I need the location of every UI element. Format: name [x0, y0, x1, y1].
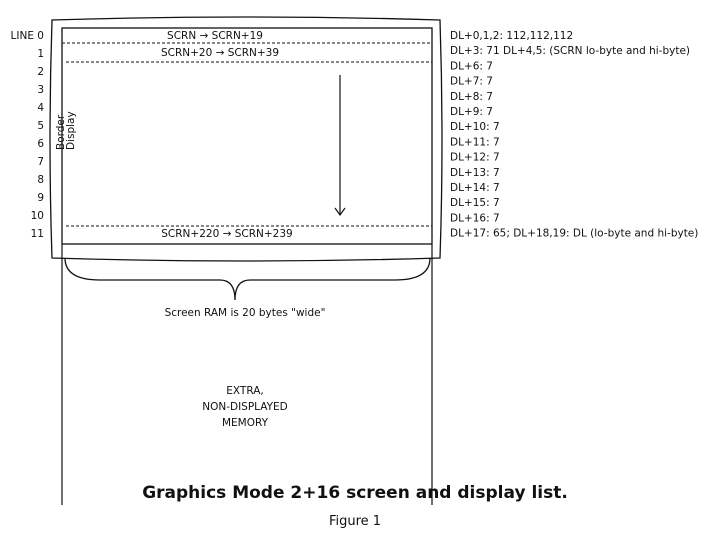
figure-label: Figure 1: [329, 514, 381, 529]
brace: [64, 257, 431, 301]
display-list-entry: DL+13: 7: [450, 167, 500, 179]
screen-row-0: SCRN → SCRN+19: [167, 30, 263, 42]
tv-border-outline: [49, 16, 443, 262]
extra-memory-line: NON-DISPLAYED: [202, 401, 288, 413]
display-list-entry: DL+9: 7: [450, 106, 493, 118]
extra-memory-line: EXTRA,: [226, 385, 263, 397]
arrow-head-icon: [334, 207, 346, 217]
screen-row-1: SCRN+20 → SCRN+39: [161, 47, 279, 59]
caption: Graphics Mode 2+16 screen and display li…: [142, 483, 568, 503]
display-list-entry: DL+11: 7: [450, 136, 500, 148]
display-list-entry: DL+10: 7: [450, 121, 500, 133]
display-list-entry: DL+14: 7: [450, 182, 500, 194]
line-label: 2: [37, 66, 44, 78]
line-label: 7: [37, 156, 44, 168]
display-list-entry: DL+16: 7: [450, 212, 500, 224]
line-label: 4: [37, 102, 44, 114]
line-label: 3: [37, 84, 44, 96]
display-list-entry: DL+0,1,2: 112,112,112: [450, 30, 573, 42]
display-label: Display: [65, 111, 77, 150]
display-list-entry: DL+12: 7: [450, 152, 500, 164]
line-label: 5: [37, 120, 44, 132]
display-area: [61, 27, 433, 245]
border-label: Border: [55, 114, 67, 150]
line-label: 11: [31, 228, 44, 240]
display-list-entry: DL+7: 7: [450, 76, 493, 88]
line-label: 9: [37, 192, 44, 204]
extra-memory-line: MEMORY: [222, 417, 269, 429]
display-list-entry: DL+3: 71 DL+4,5: (SCRN lo-byte and hi-by…: [450, 45, 690, 57]
line-label: 6: [37, 138, 44, 150]
line-label: LINE 0: [11, 30, 44, 42]
screen-row-11: SCRN+220 → SCRN+239: [161, 228, 292, 240]
display-list-entry: DL+8: 7: [450, 91, 493, 103]
brace-label: Screen RAM is 20 bytes "wide": [165, 307, 326, 319]
line-label: 1: [37, 48, 44, 60]
display-list-entry: DL+6: 7: [450, 60, 493, 72]
line-label: 10: [31, 210, 44, 222]
line-label: 8: [37, 174, 44, 186]
display-list-entry: DL+15: 7: [450, 197, 500, 209]
display-list-entry: DL+17: 65; DL+18,19: DL (lo-byte and hi-…: [450, 228, 698, 240]
